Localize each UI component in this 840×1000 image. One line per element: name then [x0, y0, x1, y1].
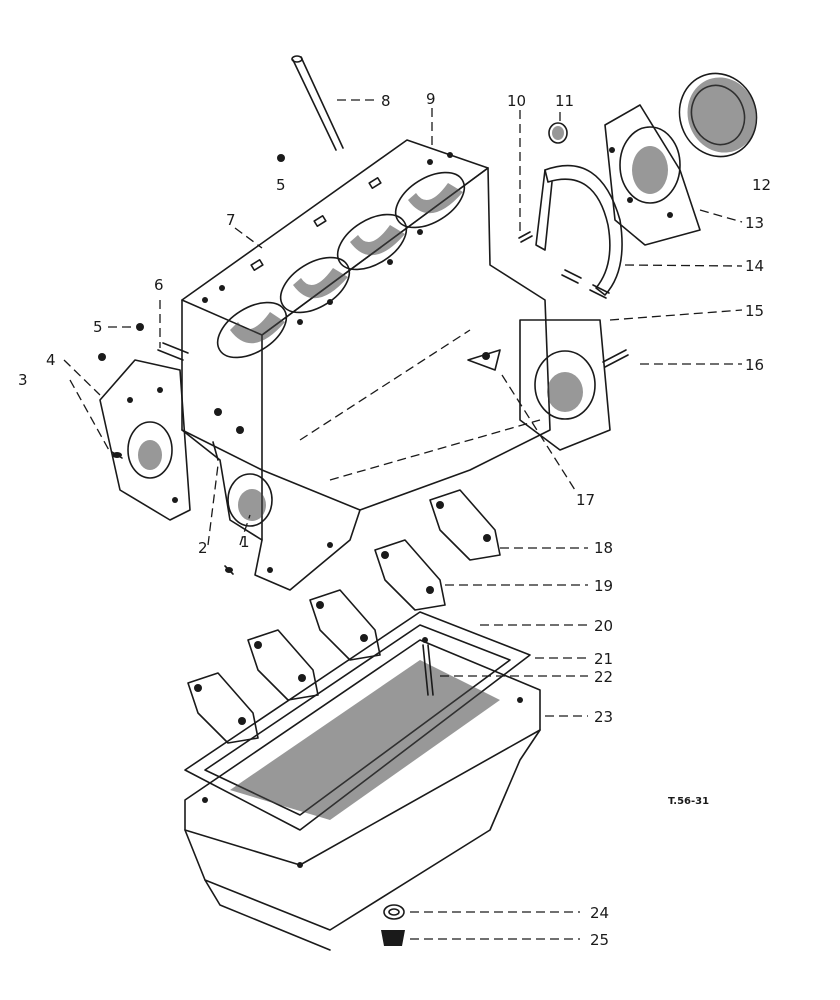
bearing-caps [187, 489, 501, 744]
callout-2: 2 [198, 539, 208, 557]
callout-9: 9 [426, 90, 436, 108]
callout-5-top: 5 [276, 176, 286, 194]
dowel [518, 231, 533, 243]
callout-12: 12 [752, 176, 771, 194]
callout-11: 11 [555, 92, 574, 110]
callout-17: 17 [576, 491, 595, 509]
callout-10: 10 [507, 92, 526, 110]
seal-housing [604, 104, 701, 246]
callout-20: 20 [594, 617, 613, 635]
callout-16: 16 [745, 356, 764, 374]
callout-7: 7 [226, 211, 236, 229]
callout-23: 23 [594, 708, 613, 726]
callout-19: 19 [594, 577, 613, 595]
callout-labels: 1 2 3 4 5 5 6 7 8 9 10 11 12 13 14 15 16… [18, 90, 771, 949]
callout-5-left: 5 [93, 318, 103, 336]
callout-15: 15 [745, 302, 764, 320]
small-fasteners [98, 323, 234, 575]
oil-sump [184, 637, 541, 951]
drain-plug-washer [383, 904, 405, 920]
callout-13: 13 [745, 214, 764, 232]
sump-stud [422, 644, 434, 696]
callout-18: 18 [594, 539, 613, 557]
callout-22: 22 [594, 668, 613, 686]
flange-stud [602, 349, 629, 368]
callout-21: 21 [594, 650, 613, 668]
upper-plug [277, 154, 285, 162]
callout-3: 3 [18, 371, 28, 389]
figure-reference: T.56-31 [668, 796, 709, 807]
bearing-cap-centre [374, 539, 446, 611]
bearing-cap-front [187, 672, 259, 744]
bearing-cap-mid [309, 589, 381, 661]
callout-6: 6 [154, 276, 164, 294]
callout-24: 24 [590, 904, 609, 922]
callout-1: 1 [240, 533, 250, 551]
leader-lines [63, 99, 743, 940]
front-plate [99, 359, 191, 521]
seal-gasket [535, 164, 623, 296]
callout-4: 4 [46, 351, 56, 369]
callout-8: 8 [381, 92, 391, 110]
drain-cock [467, 349, 501, 371]
drain-plug [381, 930, 405, 946]
bearing-cap-second [247, 629, 319, 701]
push-rod [291, 55, 344, 151]
callout-14: 14 [745, 257, 764, 275]
oil-seal [678, 72, 758, 158]
flange-dowels [561, 269, 610, 299]
callout-25: 25 [590, 931, 609, 949]
bearing-cap-rear [429, 489, 501, 561]
cylinder-block [181, 139, 611, 591]
core-plug [548, 122, 568, 144]
